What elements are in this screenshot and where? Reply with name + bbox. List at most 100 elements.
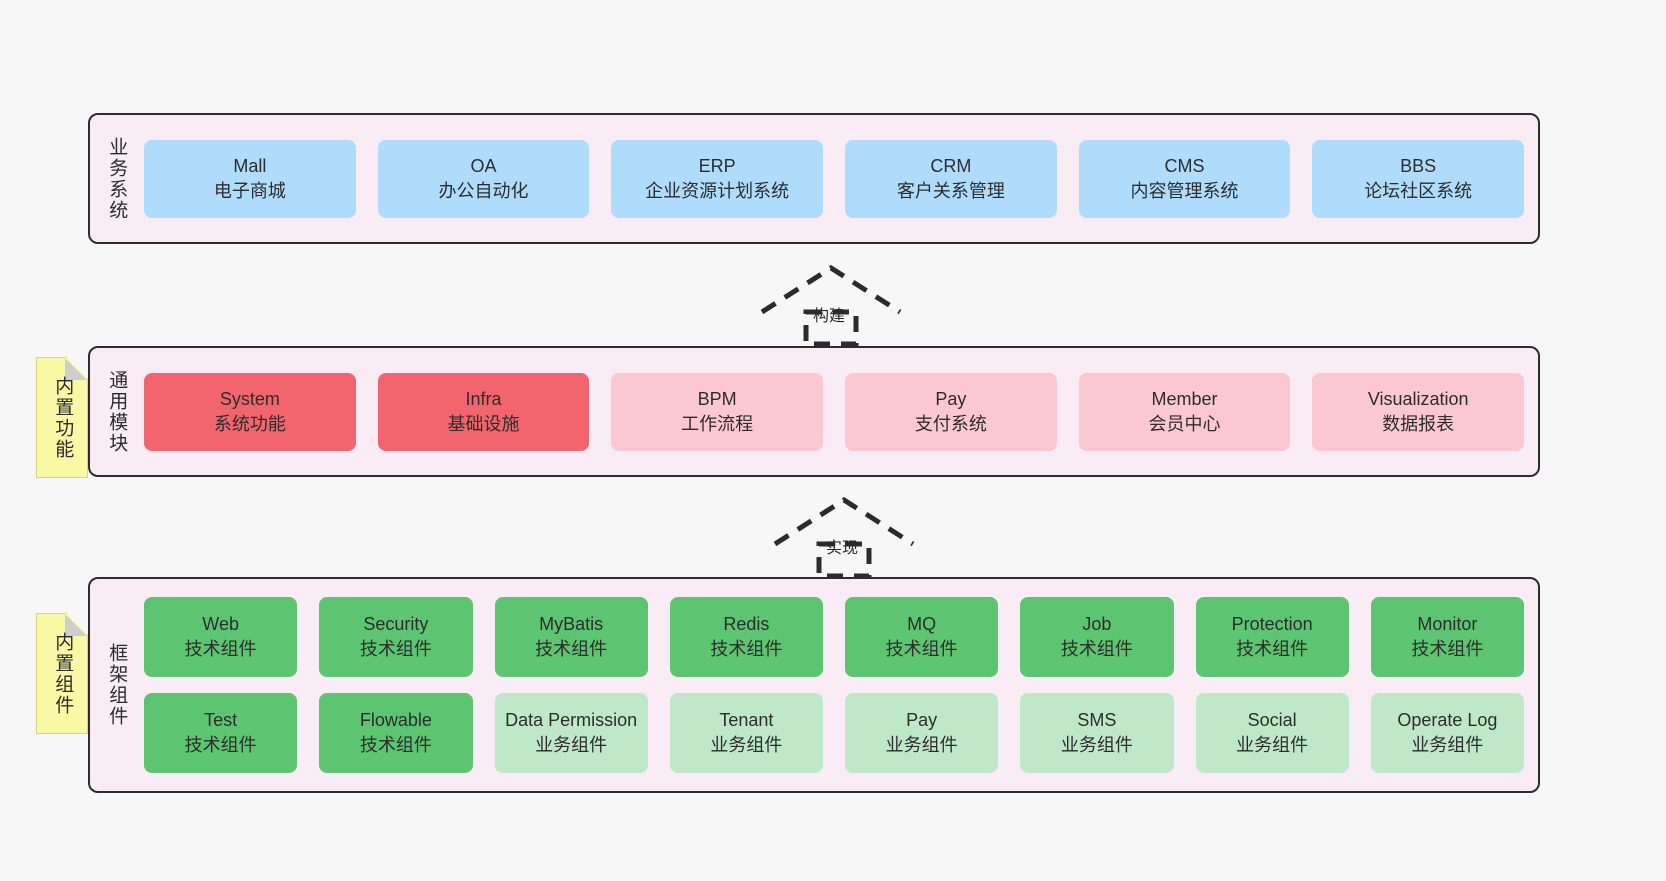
module-subtitle: 客户关系管理 (896, 180, 1005, 201)
module-box-security[interactable]: Security 技术组件 (319, 597, 473, 677)
layer-body-common: System 系统功能 Infra 基础设施 BPM 工作流程 Pay 支付系统… (142, 348, 1538, 475)
module-subtitle: 技术组件 (359, 639, 432, 659)
module-box-oa[interactable]: OA 办公自动化 (377, 139, 590, 218)
module-name: Protection (1231, 614, 1313, 635)
module-name: Social (1247, 710, 1297, 731)
module-name: Job (1082, 614, 1112, 635)
module-subtitle: 技术组件 (535, 639, 608, 659)
module-name: MQ (907, 614, 937, 635)
module-box-sms[interactable]: SMS 业务组件 (1020, 693, 1174, 773)
module-box-system[interactable]: System 系统功能 (144, 372, 356, 451)
module-name: Pay (935, 388, 967, 409)
module-name: Web (202, 614, 239, 635)
module-box-pay-component[interactable]: Pay 业务组件 (845, 693, 999, 773)
note-label: 内置功能 (52, 375, 74, 460)
module-name: Visualization (1367, 388, 1469, 409)
module-name: Pay (906, 710, 938, 731)
module-subtitle: 办公自动化 (438, 180, 529, 201)
module-name: Data Permission (505, 710, 638, 731)
module-box-infra[interactable]: Infra 基础设施 (377, 372, 590, 451)
module-name: System (219, 388, 280, 409)
layer-framework-components: 框架组件 Web 技术组件 Security 技术组件 MyBatis 技术组件… (88, 577, 1540, 793)
module-name: Operate Log (1397, 710, 1498, 731)
connector-implement-label: 实现 (826, 540, 859, 557)
module-box-visualization[interactable]: Visualization 数据报表 (1312, 372, 1525, 451)
module-box-job[interactable]: Job 技术组件 (1020, 597, 1174, 677)
module-name: CRM (930, 155, 972, 176)
module-name: ERP (698, 155, 736, 176)
module-subtitle: 业务组件 (1060, 735, 1133, 755)
module-subtitle: 基础设施 (447, 413, 520, 434)
module-box-web[interactable]: Web 技术组件 (144, 597, 298, 677)
module-name: Monitor (1417, 614, 1478, 635)
module-name: CMS (1164, 155, 1205, 176)
module-subtitle: 技术组件 (885, 639, 958, 659)
module-subtitle: 业务组件 (535, 735, 608, 755)
module-box-data-permission[interactable]: Data Permission 业务组件 (494, 693, 648, 773)
module-subtitle: 业务组件 (1411, 735, 1484, 755)
module-name: BBS (1400, 155, 1437, 176)
layer-body-framework: Web 技术组件 Security 技术组件 MyBatis 技术组件 Redi… (142, 579, 1538, 791)
module-subtitle: 技术组件 (184, 735, 257, 755)
module-box-pay[interactable]: Pay 支付系统 (845, 372, 1057, 451)
module-box-test[interactable]: Test 技术组件 (144, 693, 298, 773)
module-box-tenant[interactable]: Tenant 业务组件 (669, 693, 823, 773)
connector-build: 构建 (755, 262, 907, 346)
layer-title-framework: 框架组件 (106, 643, 128, 727)
sticky-note-builtin-functions: 内置功能 (36, 357, 88, 478)
module-box-redis[interactable]: Redis 技术组件 (669, 597, 823, 677)
module-subtitle: 技术组件 (1060, 639, 1133, 659)
module-subtitle: 技术组件 (1411, 639, 1484, 659)
module-name: Redis (723, 614, 770, 635)
layer-row: Web 技术组件 Security 技术组件 MyBatis 技术组件 Redi… (144, 597, 1524, 677)
connector-build-label: 构建 (813, 308, 846, 325)
module-subtitle: 论坛社区系统 (1364, 180, 1473, 201)
module-name: Mall (233, 155, 267, 176)
module-subtitle: 内容管理系统 (1130, 180, 1239, 201)
module-subtitle: 技术组件 (184, 639, 257, 659)
module-box-social[interactable]: Social 业务组件 (1195, 693, 1349, 773)
module-name: OA (470, 155, 497, 176)
module-subtitle: 系统功能 (213, 413, 286, 434)
module-name: Infra (465, 388, 502, 409)
module-box-mall[interactable]: Mall 电子商城 (144, 139, 356, 218)
module-box-member[interactable]: Member 会员中心 (1078, 372, 1291, 451)
module-box-protection[interactable]: Protection 技术组件 (1195, 597, 1349, 677)
module-subtitle: 业务组件 (1236, 735, 1309, 755)
module-subtitle: 技术组件 (359, 735, 432, 755)
module-box-crm[interactable]: CRM 客户关系管理 (845, 139, 1057, 218)
module-subtitle: 企业资源计划系统 (645, 180, 790, 201)
module-box-bbs[interactable]: BBS 论坛社区系统 (1312, 139, 1525, 218)
layer-row: Test 技术组件 Flowable 技术组件 Data Permission … (144, 693, 1524, 773)
layer-title-business: 业务系统 (106, 136, 128, 221)
module-subtitle: 电子商城 (213, 180, 286, 201)
module-box-mq[interactable]: MQ 技术组件 (845, 597, 999, 677)
module-name: Test (204, 710, 238, 731)
module-name: Member (1151, 388, 1218, 409)
module-name: Flowable (359, 710, 432, 731)
module-box-flowable[interactable]: Flowable 技术组件 (319, 693, 473, 773)
layer-title-common: 通用模块 (106, 369, 128, 454)
note-label: 内置组件 (52, 631, 74, 716)
layer-common-modules: 通用模块 System 系统功能 Infra 基础设施 BPM 工作流程 Pay… (88, 346, 1540, 477)
module-subtitle: 工作流程 (681, 413, 754, 434)
module-box-operate-log[interactable]: Operate Log 业务组件 (1370, 693, 1524, 773)
module-box-bpm[interactable]: BPM 工作流程 (611, 372, 824, 451)
module-name: SMS (1077, 710, 1117, 731)
module-box-cms[interactable]: CMS 内容管理系统 (1078, 139, 1291, 218)
layer-row: System 系统功能 Infra 基础设施 BPM 工作流程 Pay 支付系统… (144, 372, 1525, 451)
module-subtitle: 业务组件 (885, 735, 958, 755)
module-name: Security (363, 614, 429, 635)
module-box-erp[interactable]: ERP 企业资源计划系统 (611, 139, 824, 218)
module-subtitle: 技术组件 (710, 639, 783, 659)
module-box-mybatis[interactable]: MyBatis 技术组件 (494, 597, 648, 677)
module-subtitle: 技术组件 (1236, 639, 1309, 659)
module-subtitle: 业务组件 (710, 735, 783, 755)
module-box-monitor[interactable]: Monitor 技术组件 (1370, 597, 1524, 677)
layer-body-business: Mall 电子商城 OA 办公自动化 ERP 企业资源计划系统 CRM 客户关系… (142, 115, 1538, 242)
module-subtitle: 支付系统 (914, 413, 987, 434)
module-name: BPM (697, 388, 737, 409)
sticky-note-builtin-components: 内置组件 (36, 613, 88, 734)
layer-row: Mall 电子商城 OA 办公自动化 ERP 企业资源计划系统 CRM 客户关系… (144, 139, 1525, 218)
